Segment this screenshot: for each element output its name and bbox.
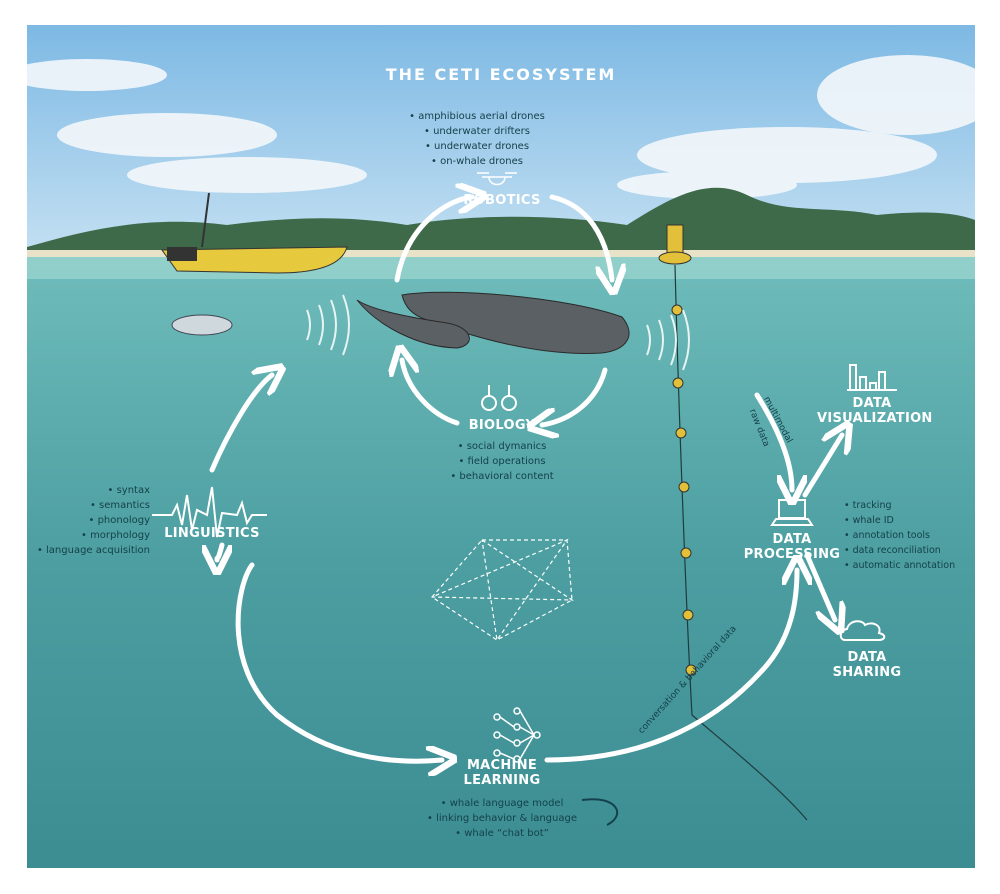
machine-learning-label: MACHINE LEARNING: [447, 758, 557, 788]
data-processing-items: tracking whale ID annotation tools data …: [844, 498, 975, 573]
biology-item: behavioral content: [417, 469, 587, 484]
illustration-background: [27, 25, 975, 868]
neural-network-icon: [493, 707, 541, 763]
robotics-item: underwater drifters: [397, 124, 557, 139]
machine-learning-label-line2: LEARNING: [463, 773, 541, 788]
biology-label: BIOLOGY: [468, 418, 536, 433]
machine-learning-label-line1: MACHINE: [466, 758, 538, 773]
whale-network: [431, 538, 575, 642]
data-sharing-label: DATA SHARING: [822, 650, 912, 680]
bar-chart-icon: [847, 364, 897, 391]
data-sharing-label-line1: DATA: [847, 650, 887, 665]
ml-item: whale “chat bot”: [397, 826, 607, 841]
robotics-item: underwater drones: [397, 139, 557, 154]
robotics-label: ROBOTICS: [463, 193, 541, 208]
page-title: THE CETI ECOSYSTEM: [385, 65, 617, 84]
cycle-arrows: [212, 197, 842, 761]
mooring-line: [674, 264, 808, 821]
data-processing-label-line2: PROCESSING: [743, 547, 841, 562]
ml-item: whale language model: [397, 796, 607, 811]
machine-learning-items: whale language model linking behavior & …: [397, 796, 607, 841]
robotics-item: amphibious aerial drones: [397, 109, 557, 124]
ml-item: linking behavior & language: [397, 811, 607, 826]
sperm-whales: [356, 291, 630, 354]
linguistics-item: semantics: [27, 498, 150, 513]
data-sharing-label-line2: SHARING: [832, 665, 902, 680]
clouds: [27, 55, 975, 199]
linguistics-waveform-icon: [152, 486, 267, 538]
robotics-items: amphibious aerial drones underwater drif…: [397, 109, 557, 169]
island: [27, 187, 975, 257]
data-processing-label: DATA PROCESSING: [742, 532, 842, 562]
laptop-icon: [770, 499, 814, 526]
linguistics-item: language acquisition: [27, 543, 150, 558]
data-visualization-label-line2: VISUALIZATION: [817, 411, 933, 426]
dp-item: automatic annotation: [844, 558, 975, 573]
buoy: [658, 224, 692, 265]
boat: [161, 192, 348, 274]
data-visualization-label: DATA VISUALIZATION: [817, 396, 933, 426]
dp-item: data reconciliation: [844, 543, 975, 558]
sound-waves: [306, 294, 690, 371]
biology-item: field operations: [417, 454, 587, 469]
binoculars-icon: [481, 385, 517, 411]
biology-items: social dymanics field operations behavio…: [417, 439, 587, 484]
linguistics-label: LINGUISTICS: [164, 526, 260, 541]
underwater-drone: [171, 314, 233, 336]
cloud-icon: [839, 620, 886, 641]
drone-icon: [477, 172, 517, 186]
dp-item: annotation tools: [844, 528, 975, 543]
ceti-ecosystem-illustration: THE CETI ECOSYSTEM amphibious aerial dro…: [27, 25, 975, 868]
biology-item: social dymanics: [417, 439, 587, 454]
linguistics-item: morphology: [27, 528, 150, 543]
linguistics-item: syntax: [27, 483, 150, 498]
dp-item: tracking: [844, 498, 975, 513]
data-visualization-label-line1: DATA: [852, 396, 892, 411]
dp-item: whale ID: [844, 513, 975, 528]
robotics-item: on-whale drones: [397, 154, 557, 169]
linguistics-items: syntax semantics phonology morphology la…: [27, 483, 150, 558]
data-processing-label-line1: DATA: [772, 532, 812, 547]
linguistics-item: phonology: [27, 513, 150, 528]
